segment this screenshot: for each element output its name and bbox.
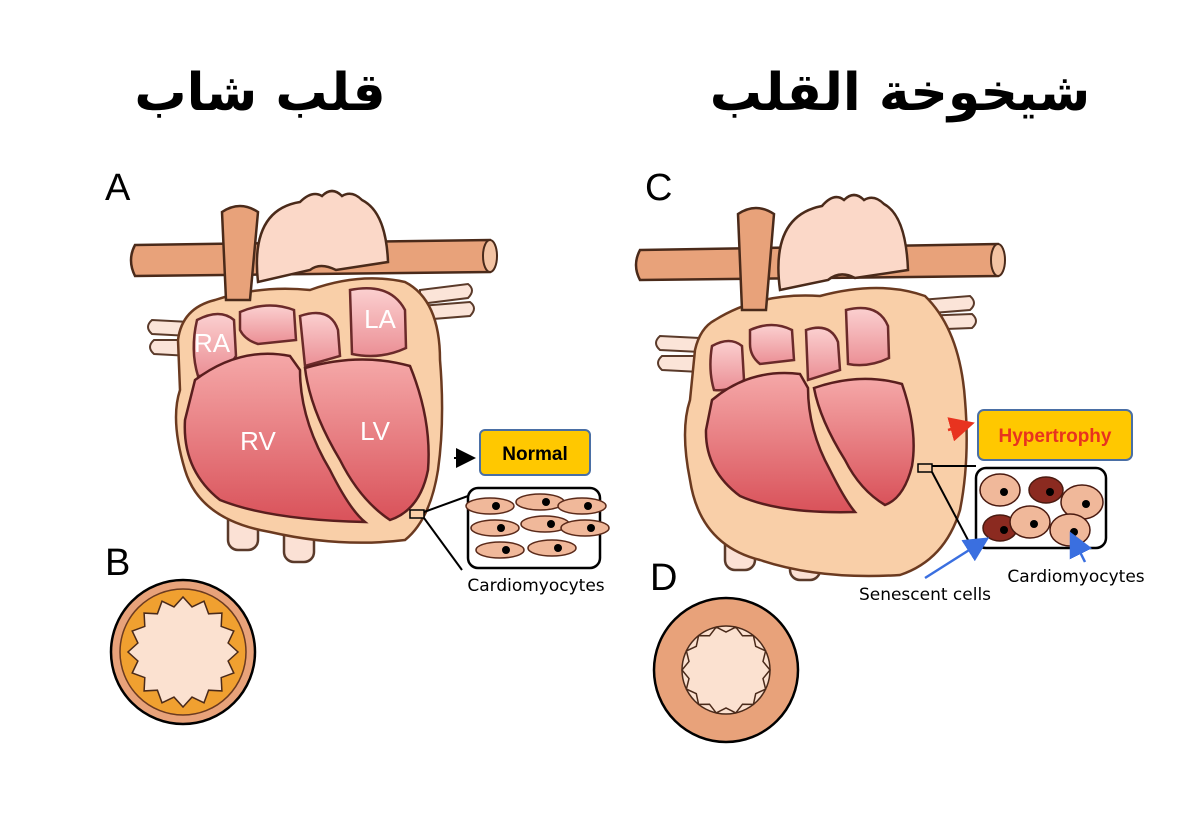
cell-nucleus — [1070, 528, 1078, 536]
young-ventricle-cross-section — [109, 578, 257, 726]
young-cardiomyocyte-cell — [475, 541, 525, 559]
cell-nucleus — [492, 502, 500, 510]
cell-nucleus — [542, 498, 550, 506]
label-rv: RV — [240, 426, 276, 456]
normal-callout: Normal — [454, 429, 591, 476]
cardiomyocytes-label-aged: Cardiomyocytes — [1007, 567, 1144, 587]
hypertrophy-callout: Hypertrophy — [947, 409, 1133, 461]
young-cardiomyocyte-cell — [527, 539, 577, 557]
tissue-sample-marker-aged — [917, 463, 933, 473]
young-cardiomyocyte-cell — [515, 493, 565, 511]
panel-letter-a: A — [105, 167, 131, 209]
cell-nucleus — [1000, 488, 1008, 496]
aged-ventricle-cross-section — [652, 596, 800, 744]
panel-letter-b: B — [105, 542, 130, 584]
aged-cardiomyocyte-inset: Senescent cells Cardiomyocytes — [859, 465, 1145, 605]
cell-nucleus — [1082, 500, 1090, 508]
young-cardiomyocyte-cell — [560, 519, 610, 537]
cell-nucleus — [1046, 488, 1054, 496]
label-lv: LV — [360, 416, 391, 446]
cell-nucleus — [547, 520, 555, 528]
young-cardiomyocyte-cell — [557, 497, 607, 515]
young-cardiomyocyte-cell — [470, 519, 520, 537]
cell-nucleus — [554, 544, 562, 552]
cell-nucleus — [502, 546, 510, 554]
title-young-heart: قلب شاب — [134, 63, 385, 123]
label-ra: RA — [194, 328, 231, 358]
aged-cardiomyocyte-cell — [1049, 513, 1091, 547]
tissue-sample-marker-young — [409, 509, 425, 519]
aged-cardiomyocyte-cell — [1009, 505, 1051, 539]
panel-letter-c: C — [645, 167, 672, 209]
cell-nucleus — [584, 502, 592, 510]
aged-heart-illustration — [634, 193, 1006, 582]
senescent-cell — [1028, 476, 1064, 504]
young-cardiomyocyte-cell — [465, 497, 515, 515]
young-heart-illustration: RA LA RV LV — [129, 189, 498, 564]
panel-letter-d: D — [650, 557, 677, 599]
senescent-cells-label: Senescent cells — [859, 585, 991, 605]
aged-cardiomyocyte-cell — [979, 473, 1021, 507]
title-aging-heart: شيخوخة القلب — [710, 63, 1091, 123]
hypertrophy-label-box — [977, 409, 1133, 461]
cell-nucleus — [497, 524, 505, 532]
cell-nucleus — [1000, 526, 1008, 534]
normal-label-box — [479, 429, 591, 476]
cell-nucleus — [587, 524, 595, 532]
normal-label: Normal — [502, 444, 567, 465]
cell-nucleus — [1030, 520, 1038, 528]
young-cardiomyocyte-inset: Cardiomyocytes — [423, 486, 610, 596]
cardiomyocytes-label-young: Cardiomyocytes — [467, 576, 604, 596]
label-la: LA — [364, 304, 396, 334]
hypertrophy-label: Hypertrophy — [999, 426, 1112, 447]
